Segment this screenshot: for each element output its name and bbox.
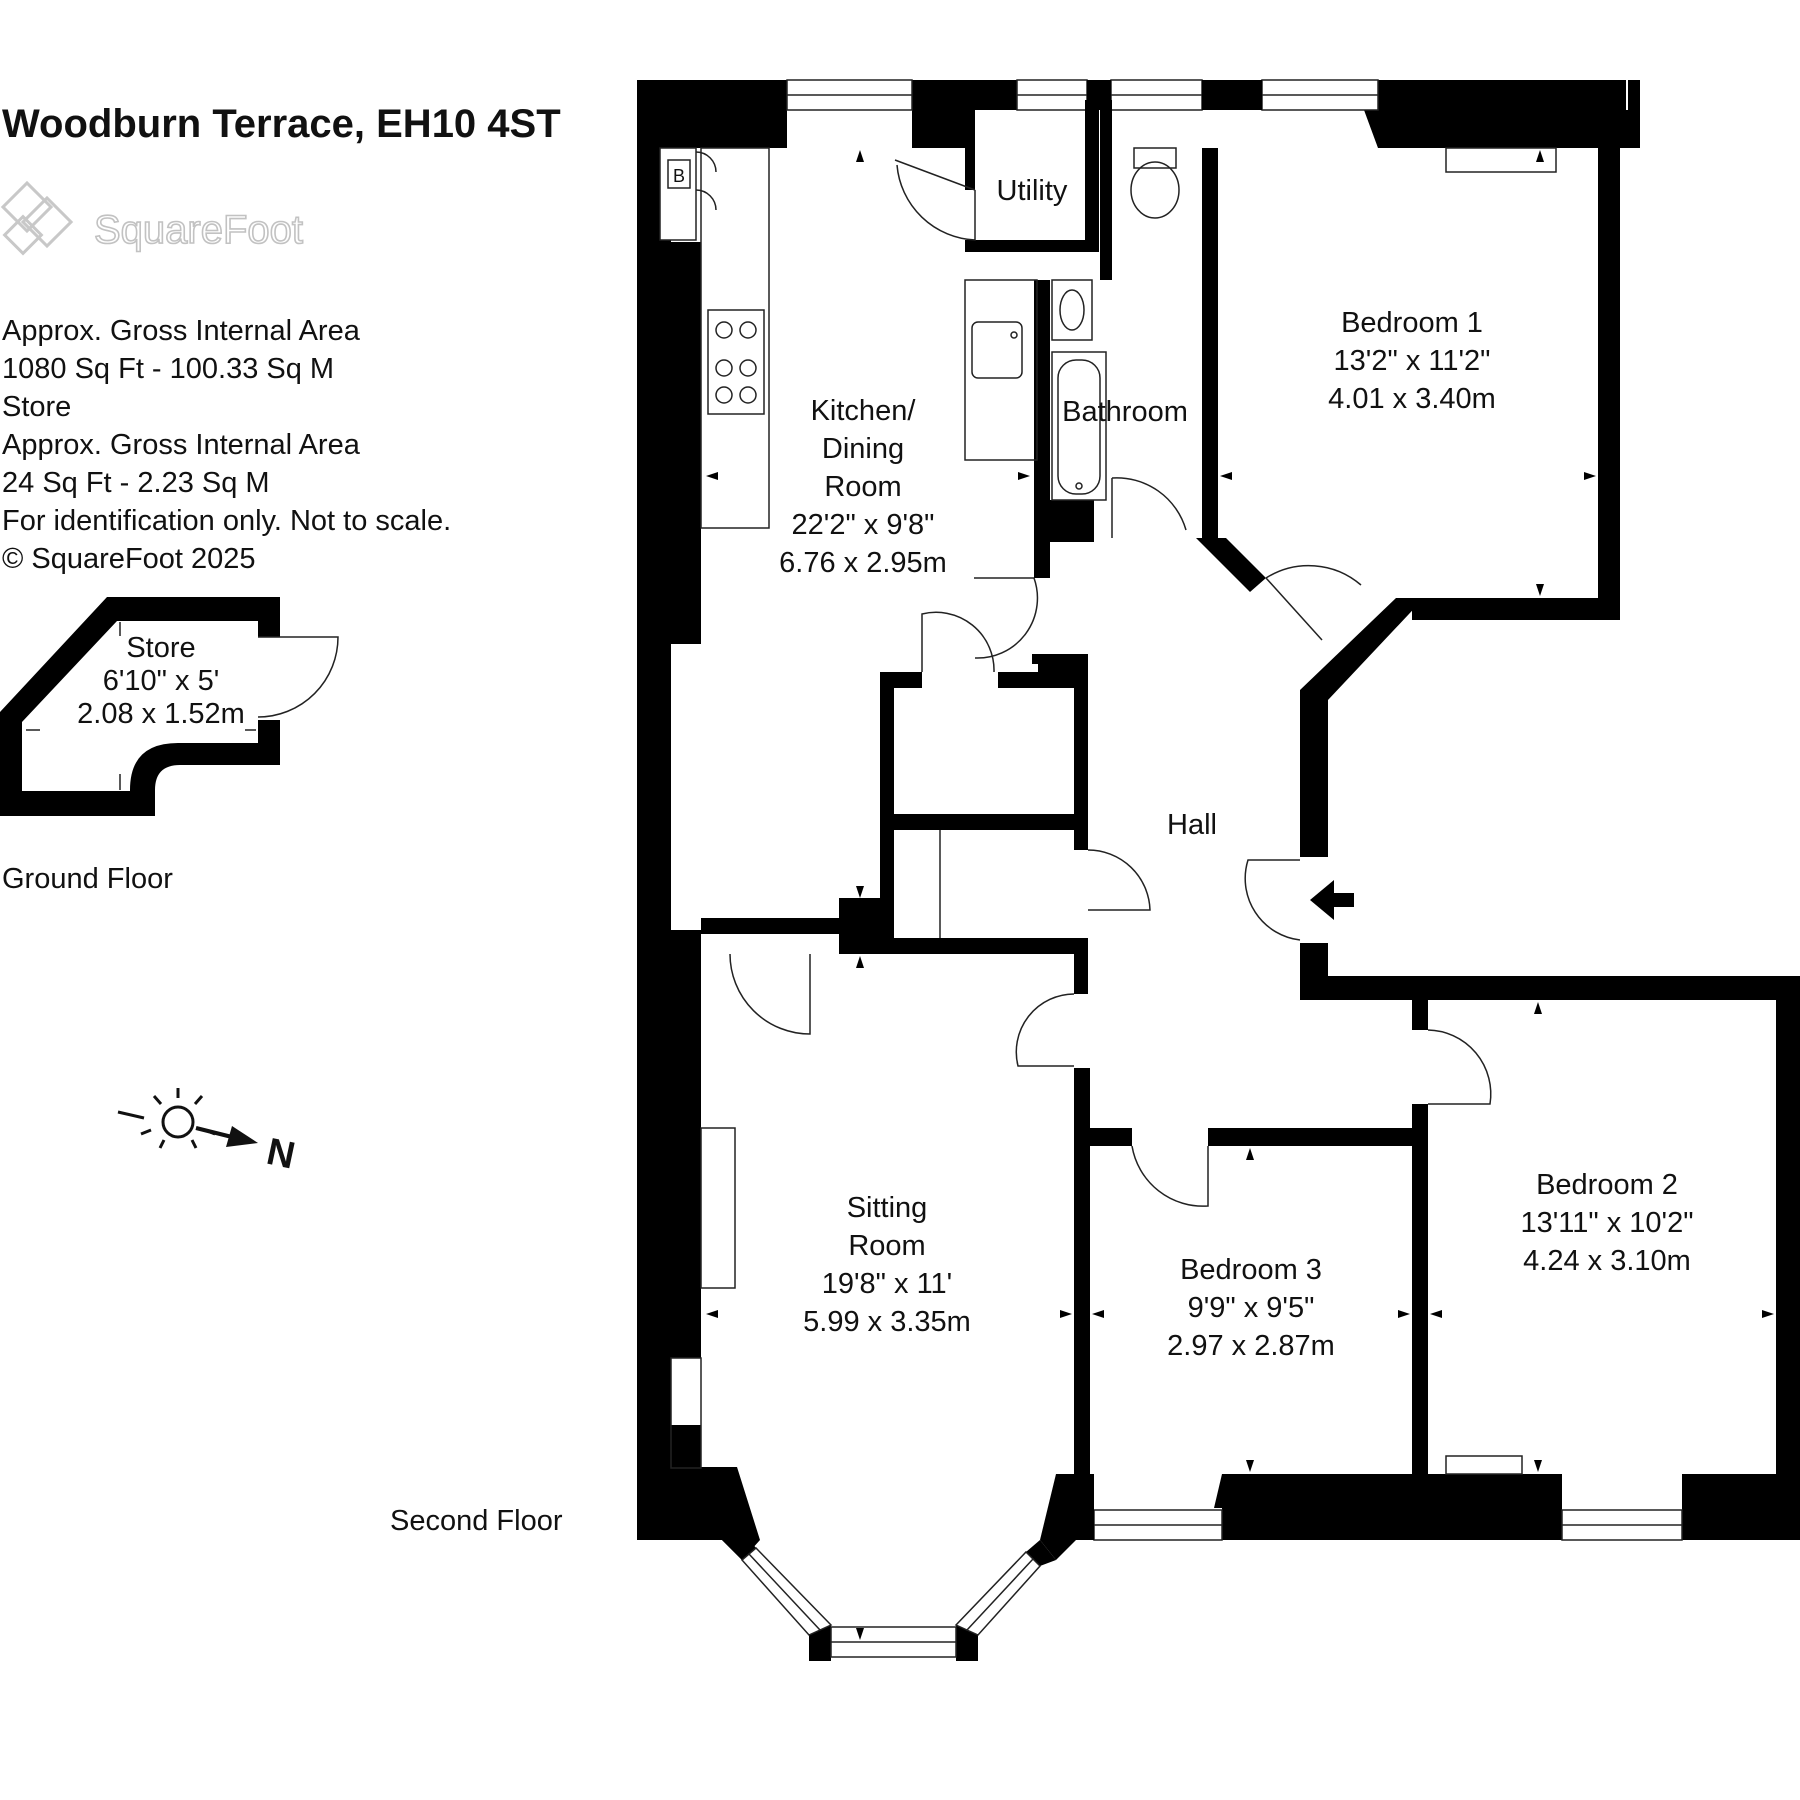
store-plan: Store 6'10" x 5' 2.08 x 1.52m [0, 597, 339, 816]
store-door [257, 636, 339, 718]
kitchen-sitting-door [729, 953, 811, 1035]
north-label: N [263, 1131, 299, 1178]
fireplace-bedroom1 [1445, 147, 1557, 173]
bathroom-label: Bathroom [1062, 396, 1188, 428]
kitchen-name-line3: Room [824, 471, 901, 503]
info-line-6: For identification only. Not to scale. [2, 505, 451, 537]
sitting-metric: 5.99 x 3.35m [803, 1306, 971, 1338]
bedroom3-metric: 2.97 x 2.87m [1167, 1330, 1335, 1362]
bedroom1-door [1265, 564, 1362, 641]
sitting-room-hall-door [1015, 993, 1075, 1067]
bottom-windows [1076, 1474, 1683, 1541]
store-walls [0, 597, 280, 816]
sun-rays-icon [117, 1088, 216, 1149]
bedroom3-door [1131, 1145, 1209, 1207]
dimension-marks [706, 150, 1774, 1640]
flat-plan: B [637, 79, 1800, 1661]
hall-label: Hall [1167, 809, 1217, 841]
store-metric: 2.08 x 1.52m [77, 698, 245, 730]
bay-windows [740, 1546, 1042, 1658]
sitting-name-line1: Sitting [847, 1192, 928, 1224]
bedroom2-imperial: 13'11" x 10'2" [1520, 1207, 1693, 1239]
bathroom-door [1111, 477, 1187, 538]
utility-label: Utility [997, 175, 1068, 207]
kitchen-name-line1: Kitchen/ [811, 395, 917, 427]
ground-floor-label: Ground Floor [2, 863, 173, 895]
entrance-door [1244, 859, 1301, 941]
sitting-imperial: 19'8" x 11' [822, 1268, 952, 1300]
bay-window-walls [701, 1467, 1076, 1661]
sink-icon [971, 321, 1023, 379]
bedroom1-imperial: 13'2" x 11'2" [1334, 345, 1491, 377]
bedroom1-metric: 4.01 x 3.40m [1328, 383, 1496, 415]
brand-name: SquareFoot [94, 208, 303, 252]
cupboard-sitting [670, 1357, 702, 1469]
kitchen-counter [700, 147, 770, 529]
info-line-2: 1080 Sq Ft - 100.33 Sq M [2, 353, 334, 385]
utility-door [894, 159, 976, 241]
room-labels: Utility Bathroom Kitchen/ Dining Room 22… [779, 175, 1693, 1362]
north-arrow-icon [195, 1126, 258, 1147]
doors [729, 159, 1492, 1207]
info-line-1: Approx. Gross Internal Area [2, 315, 361, 347]
diamond-logo-icon [0, 180, 74, 256]
info-line-3: Store [2, 391, 71, 423]
info-line-5: 24 Sq Ft - 2.23 Sq M [2, 467, 270, 499]
bedroom2-door [1427, 1029, 1492, 1105]
kitchen-hall-door [974, 577, 1039, 659]
second-floor-label: Second Floor [390, 1505, 563, 1537]
interior-walls [701, 100, 1428, 1478]
sitting-name-line2: Room [848, 1230, 925, 1262]
store-dim-marks [26, 622, 256, 790]
fireplace-sitting [700, 1127, 736, 1289]
boiler-label: B [673, 166, 685, 186]
toilet-icon [1130, 147, 1180, 219]
bath-icon [1051, 351, 1107, 501]
kitchen-metric: 6.76 x 2.95m [779, 547, 947, 579]
cupboard2-door [1087, 849, 1151, 911]
bedroom2-metric: 4.24 x 3.10m [1523, 1245, 1691, 1277]
entrance-arrow-icon [1310, 880, 1354, 920]
bedroom3-imperial: 9'9" x 9'5" [1188, 1292, 1315, 1324]
info-line-4: Approx. Gross Internal Area [2, 429, 361, 461]
top-windows [786, 79, 1379, 111]
bedroom3-name: Bedroom 3 [1180, 1254, 1322, 1286]
cupboard1-door [921, 611, 995, 673]
kitchen-name-line2: Dining [822, 433, 904, 465]
area-info: Approx. Gross Internal Area 1080 Sq Ft -… [2, 315, 451, 575]
fixtures: B [659, 147, 1557, 1475]
hob-icon [707, 309, 765, 415]
fireplace-bedroom2 [1445, 1455, 1523, 1475]
basin-icon [1051, 279, 1093, 341]
kitchen-imperial: 22'2" x 9'8" [792, 509, 935, 541]
squarefoot-logo: SquareFoot [0, 180, 304, 256]
address-title: Woodburn Terrace, EH10 4ST [2, 102, 561, 146]
kitchen-unit [964, 279, 1038, 461]
info-line-7: © SquareFoot 2025 [2, 543, 256, 575]
compass: N [117, 1088, 299, 1178]
store-imperial: 6'10" x 5' [103, 665, 220, 697]
bedroom1-name: Bedroom 1 [1341, 307, 1483, 339]
store-name: Store [126, 632, 195, 664]
boiler-cupboard: B [659, 147, 717, 241]
sun-icon [161, 1105, 195, 1139]
bedroom2-name: Bedroom 2 [1536, 1169, 1678, 1201]
